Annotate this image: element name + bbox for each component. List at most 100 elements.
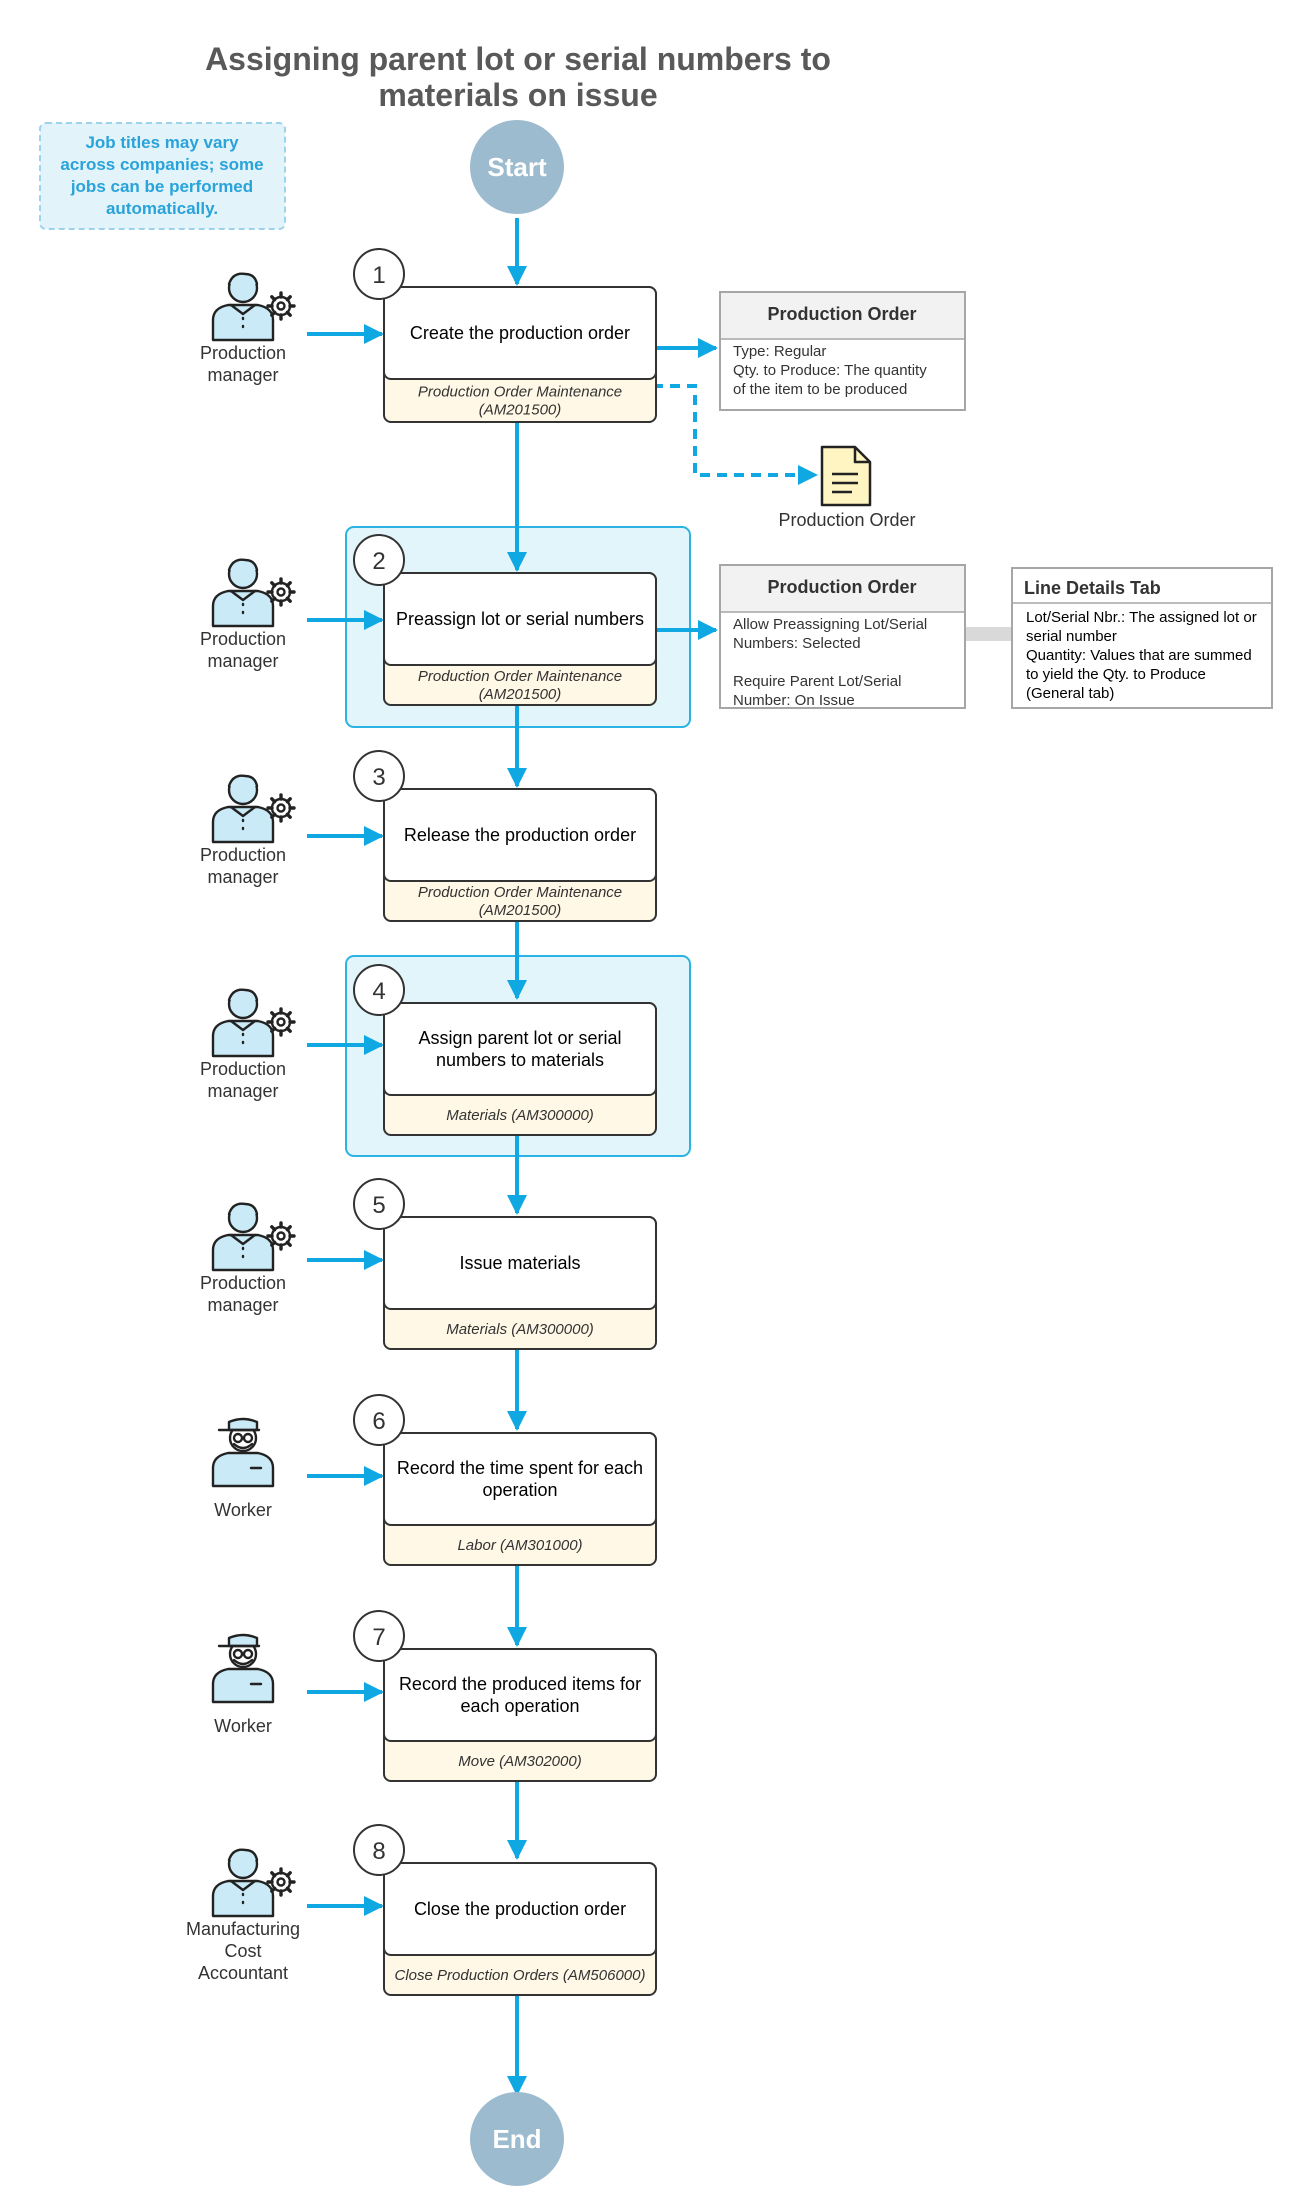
manager-icon [211,272,296,342]
step-screen-id: Move (AM302000) [458,1753,581,1770]
step-action-text: operation [482,1480,557,1500]
role-label: manager [207,365,278,385]
start-label: Start [487,152,547,182]
job-titles-note: Job titles may vary across companies; so… [39,122,286,230]
step-number: 8 [372,1838,385,1865]
step-action-area [383,1216,657,1310]
card-1-line: Type: Regular [733,343,826,360]
role-label: manager [207,651,278,671]
step-action-area [383,1002,657,1096]
step-screen-id: Production Order Maintenance [418,884,622,901]
step-screen-id: Labor (AM301000) [457,1537,582,1554]
line-details-line: serial number [1026,628,1117,645]
step-action-area [383,572,657,666]
step-number: 4 [372,978,385,1005]
step-screen-id: (AM201500) [479,402,562,419]
role-label: Production [200,1273,286,1293]
step-screen-id: Production Order Maintenance [418,384,622,401]
manager-icon [211,558,296,628]
step-action-area [383,788,657,882]
role-label: Manufacturing [186,1919,300,1939]
start-terminal: Start [470,120,564,214]
line-details-line: (General tab) [1026,685,1114,702]
step-action-text: Close the production order [414,1899,626,1919]
note-line-4: automatically. [106,199,218,218]
step-number-badge: 8 [353,1824,405,1876]
side-connectors [653,338,818,640]
step-number: 7 [372,1624,385,1651]
role-label: manager [207,1295,278,1315]
role-label: Production [200,845,286,865]
card-1-line: of the item to be produced [733,381,907,398]
role-label: manager [207,867,278,887]
step-number-badge: 2 [353,534,405,586]
step-number-badge: 4 [353,964,405,1016]
diagram-title-line-1: Assigning parent lot or serial numbers t… [205,41,831,77]
manager-icon [211,774,296,844]
role-label: Worker [214,1716,272,1736]
role-arrows [307,324,384,1916]
production-order-card-1: Production Order Type: Regular Qty. to P… [719,291,966,411]
step-number-badge: 3 [353,750,405,802]
production-order-document: Production Order [778,445,916,530]
production-order-card-2: Production Order Allow Preassigning Lot/… [719,564,966,709]
step-action-text: Assign parent lot or serial [418,1028,621,1048]
role-label: Accountant [198,1963,288,1983]
step-number: 2 [372,548,385,575]
manager-icon [211,1202,296,1272]
line-details-line: Quantity: Values that are summed [1026,647,1252,664]
worker-icon [211,1417,275,1488]
card-1-line: Qty. to Produce: The quantity [733,362,927,379]
card-2-line: Allow Preassigning Lot/Serial [733,616,927,633]
card-1-title: Production Order [767,304,916,324]
role-label: Production [200,629,286,649]
step-action-area [383,1862,657,1956]
step-action-text: Preassign lot or serial numbers [396,609,644,629]
card-2-line: Require Parent Lot/Serial [733,673,901,690]
note-line-3: jobs can be performed [70,177,253,196]
step-number: 5 [372,1192,385,1219]
step-action-text: Record the time spent for each [397,1458,643,1478]
step-screen-id: Materials (AM300000) [446,1321,594,1338]
end-label: End [492,2124,541,2154]
card-2-line: Numbers: Selected [733,635,861,652]
step-action-text: Create the production order [410,323,630,343]
role-label: Production [200,1059,286,1079]
role-label: Cost [224,1941,261,1961]
step-number: 6 [372,1408,385,1435]
diagram-title-line-2: materials on issue [378,77,657,113]
document-icon [820,445,872,507]
step-action-area [383,1432,657,1526]
note-line-1: Job titles may vary [85,133,239,152]
worker-icon [211,1633,275,1704]
line-details-card: Line Details Tab Lot/Serial Nbr.: The as… [1011,567,1273,709]
step-6: Record the time spent for eachoperationL… [211,1394,657,1566]
note-line-2: across companies; some [60,155,263,174]
step-action-text: each operation [460,1696,579,1716]
step-number-badge: 1 [353,248,405,300]
line-details-line: to yield the Qty. to Produce [1026,666,1206,683]
step-number-badge: 6 [353,1394,405,1446]
role-label: Production [200,343,286,363]
card-2-line: Number: On Issue [733,692,855,709]
step-2: Preassign lot or serial numbersProductio… [200,534,657,706]
end-terminal: End [470,2092,564,2186]
step-action-area [383,1648,657,1742]
step-screen-id: Close Production Orders (AM506000) [395,1967,646,1984]
document-label: Production Order [778,510,915,530]
step-action-area [383,286,657,380]
step-number: 1 [372,262,385,289]
manager-icon [211,1848,296,1918]
card-2-title: Production Order [767,577,916,597]
step-screen-id: (AM201500) [479,902,562,919]
line-details-title: Line Details Tab [1024,578,1161,598]
step-number-badge: 7 [353,1610,405,1662]
step-screen-id: Materials (AM300000) [446,1107,594,1124]
step-number: 3 [372,764,385,791]
